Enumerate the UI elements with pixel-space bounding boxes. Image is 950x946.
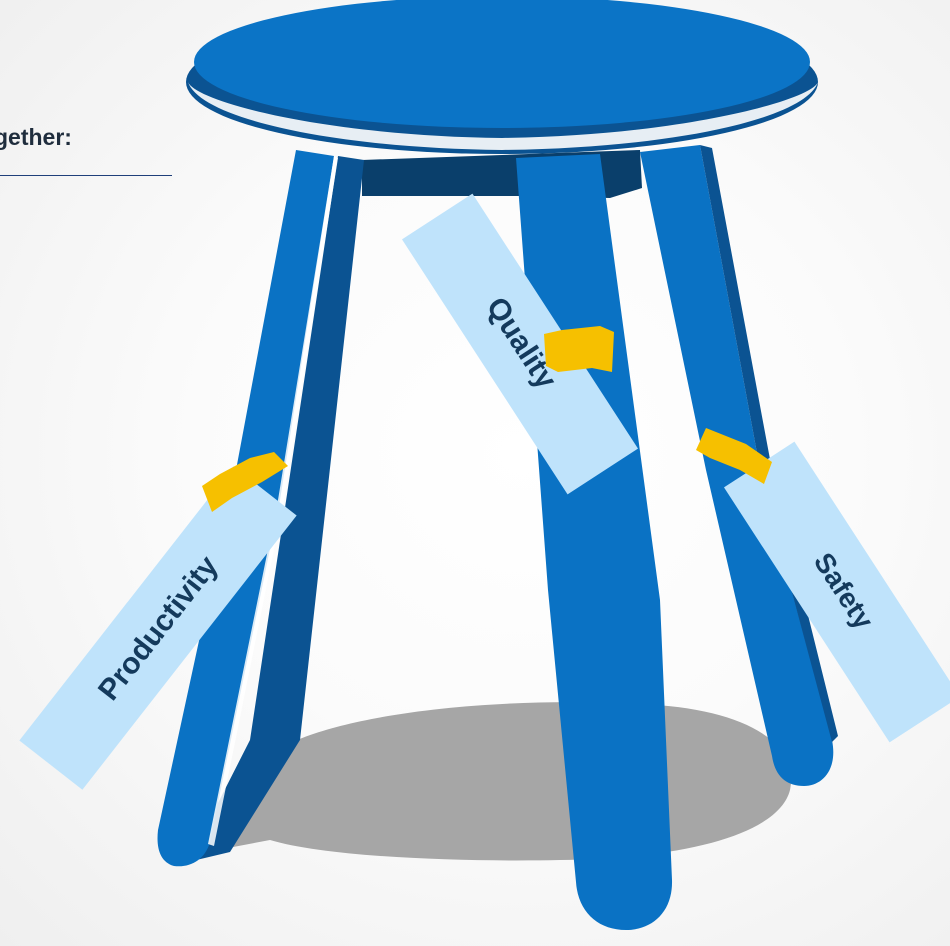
seat-top [194,0,810,128]
tag-quality-tape [544,326,614,372]
